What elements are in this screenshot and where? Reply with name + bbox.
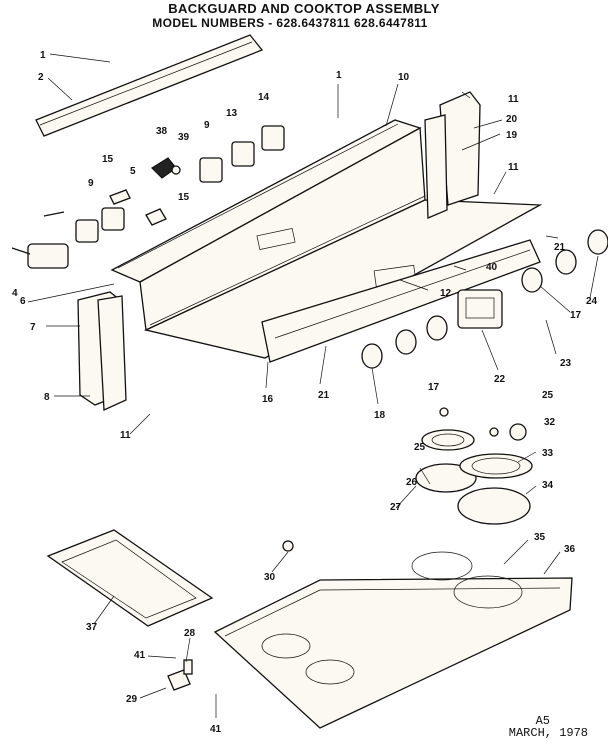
backguard-main [110, 119, 543, 359]
callout-37: 37 [86, 622, 98, 633]
control-knobs [361, 229, 608, 369]
control-panel-front [261, 239, 541, 363]
callout-12: 12 [440, 288, 452, 299]
callout-15b: 15 [178, 192, 190, 203]
callout-25a: 25 [542, 390, 554, 401]
callout-38: 38 [156, 126, 168, 137]
callout-1: 1 [40, 50, 46, 61]
model-numbers: MODEL NUMBERS - 628.6437811 628.6447811 [152, 16, 428, 30]
callout-11b: 11 [508, 162, 519, 173]
callout-40: 40 [486, 262, 498, 273]
callout-41a: 41 [134, 650, 146, 661]
callout-24: 24 [586, 296, 598, 307]
callout-21a: 21 [554, 242, 566, 253]
callout-13: 13 [226, 108, 238, 119]
end-bracket-left [77, 291, 127, 411]
callout-16: 16 [262, 394, 274, 405]
figure-date: MARCH, 1978 [508, 726, 588, 740]
surface-units [415, 407, 533, 525]
callout-11a: 11 [508, 94, 519, 105]
callout-2: 2 [38, 72, 44, 83]
callout-15a: 15 [102, 154, 114, 165]
callout-numbers: 1 2 1 10 11 20 19 14 13 9 38 39 15 5 15 … [12, 50, 598, 735]
callout-21b: 21 [318, 390, 330, 401]
callout-17a: 17 [570, 310, 582, 321]
callout-19: 19 [506, 130, 518, 141]
callout-29: 29 [126, 694, 138, 705]
end-bracket-right [424, 91, 481, 219]
callout-23: 23 [560, 358, 572, 369]
callout-11c: 11 [120, 430, 131, 441]
callout-8: 8 [44, 392, 50, 403]
small-hardware [167, 540, 294, 691]
leader-lines [27, 53, 599, 718]
callout-27: 27 [390, 502, 402, 513]
callout-7: 7 [30, 322, 36, 333]
callout-4: 4 [12, 288, 18, 299]
callout-32: 32 [544, 417, 556, 428]
diagram-title: BACKGUARD AND COOKTOP ASSEMBLY [168, 1, 440, 16]
callout-39: 39 [178, 132, 190, 143]
terminal-block [11, 211, 69, 269]
callout-18: 18 [374, 410, 386, 421]
callout-9b: 9 [88, 178, 94, 189]
callout-41b: 41 [210, 724, 222, 735]
figure-code: A5 [535, 714, 550, 728]
infinite-switches [75, 125, 285, 243]
callout-17b: 17 [428, 382, 440, 393]
callout-5: 5 [130, 166, 136, 177]
callout-22: 22 [494, 374, 506, 385]
callout-30: 30 [264, 572, 276, 583]
callout-14: 14 [258, 92, 270, 103]
callout-36: 36 [564, 544, 576, 555]
callout-34: 34 [542, 480, 554, 491]
callout-25b: 25 [414, 442, 426, 453]
callout-35: 35 [534, 532, 546, 543]
callout-9a: 9 [204, 120, 210, 131]
callout-10: 10 [398, 72, 410, 83]
callout-6: 6 [20, 296, 26, 307]
rear-panel [35, 34, 264, 137]
main-top [213, 551, 573, 729]
callout-20: 20 [506, 114, 518, 125]
callout-28: 28 [184, 628, 196, 639]
callout-26: 26 [406, 477, 418, 488]
callout-33: 33 [542, 448, 554, 459]
callout-1b: 1 [336, 70, 342, 81]
drip-tray [46, 529, 214, 627]
